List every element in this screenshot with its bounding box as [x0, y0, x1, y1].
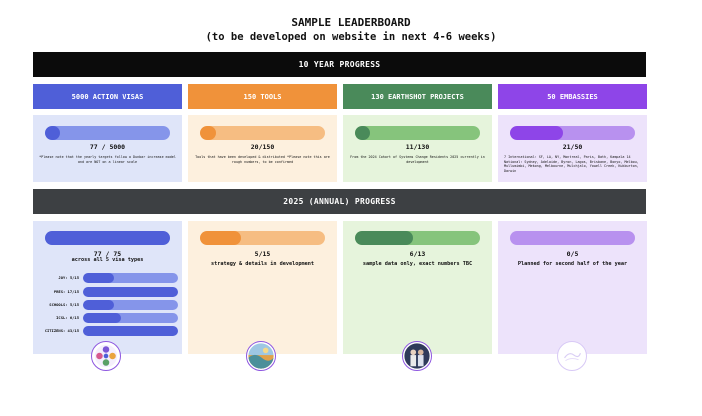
- visa-type-bar: [83, 326, 178, 336]
- progress-value: 77 / 5000: [89, 143, 126, 151]
- progress-fill: [200, 126, 216, 140]
- visa-type-row: JOY: 5/15: [39, 273, 178, 283]
- visa-type-fill: [83, 273, 114, 283]
- progress-note: strategy & details in development: [210, 261, 315, 267]
- annual-card-embassies: 0/5 Planned for second half of the year: [498, 221, 647, 354]
- ten-year-card-tools: 20/150 Tools that have been developed & …: [188, 115, 337, 182]
- progress-note: Planned for second half of the year: [517, 261, 628, 267]
- progress-note: 7 International: SF, LA, NY, Montreal, P…: [504, 155, 639, 173]
- annual-card-earthshot-projects: 6/13 sample data only, exact numbers TBC: [343, 221, 492, 354]
- progress-value: 6/13: [409, 250, 426, 258]
- visa-type-bar: [83, 273, 178, 283]
- ten-year-card-embassies: 21/50 7 International: SF, LA, NY, Montr…: [498, 115, 647, 182]
- progress-value: 11/130: [405, 143, 430, 151]
- progress-bar: [200, 126, 325, 140]
- visa-type-fill: [83, 326, 178, 336]
- circle-network-logo: [91, 341, 121, 371]
- progress-note: *Please note that the yearly targets fol…: [39, 155, 176, 164]
- progress-bar: [45, 231, 170, 245]
- progress-fill: [355, 231, 413, 245]
- ten-year-progress-band: 10 YEAR PROGRESS: [33, 52, 646, 77]
- progress-value: 0/5: [566, 250, 579, 258]
- progress-bar: [45, 126, 170, 140]
- progress-value: 77 / 75: [93, 250, 122, 258]
- visa-type-label: ICSL: 6/15: [56, 315, 79, 320]
- visa-type-label: CITIZENS: 43/15: [44, 328, 79, 333]
- category-tools: 150 TOOLS: [188, 84, 337, 109]
- visa-type-row: SCHOOLS: 5/15: [39, 300, 178, 310]
- progress-note: across all 5 visa types: [71, 257, 144, 263]
- annual-card-action-visas: 77 / 75 across all 5 visa types JOY: 5/1…: [33, 221, 182, 354]
- progress-value: 20/150: [250, 143, 275, 151]
- progress-bar: [200, 231, 325, 245]
- progress-fill: [45, 231, 170, 245]
- visa-type-fill: [83, 287, 178, 297]
- visa-type-bar: [83, 300, 178, 310]
- category-embassies: 50 EMBASSIES: [498, 84, 647, 109]
- visa-type-row: CITIZENS: 43/15: [39, 326, 178, 336]
- visa-type-label: PRES: 17/15: [53, 289, 79, 294]
- progress-fill: [200, 231, 241, 245]
- progress-fill: [45, 126, 60, 140]
- progress-note: Tools that have been developed & distrib…: [195, 155, 330, 164]
- landscape-logo: [246, 341, 276, 371]
- visa-type-fill: [83, 313, 121, 323]
- annual-progress-band: 2025 (ANNUAL) PROGRESS: [33, 189, 646, 214]
- category-action-visas: 5000 ACTION VISAS: [33, 84, 182, 109]
- page-subtitle: (to be developed on website in next 4-6 …: [205, 31, 497, 43]
- visa-type-bar: [83, 313, 178, 323]
- category-earthshot-projects: 130 EARTHSHOT PROJECTS: [343, 84, 492, 109]
- visa-type-fill: [83, 300, 114, 310]
- progress-value: 21/50: [562, 143, 583, 151]
- progress-value: 5/15: [254, 250, 271, 258]
- ten-year-card-earthshot-projects: 11/130 From the 2024 Cohort of Systems C…: [343, 115, 492, 182]
- faint-map-logo: [557, 341, 587, 371]
- progress-bar: [510, 231, 635, 245]
- progress-bar: [510, 126, 635, 140]
- visa-type-label: SCHOOLS: 5/15: [49, 302, 79, 307]
- visa-type-bar: [83, 287, 178, 297]
- people-photo-logo: [402, 341, 432, 371]
- visa-type-row: ICSL: 6/15: [39, 313, 178, 323]
- progress-fill: [355, 126, 370, 140]
- visa-type-row: PRES: 17/15: [39, 287, 178, 297]
- progress-note: sample data only, exact numbers TBC: [362, 261, 473, 267]
- annual-card-tools: 5/15 strategy & details in development: [188, 221, 337, 354]
- progress-note: From the 2024 Cohort of Systems Change R…: [350, 155, 485, 164]
- progress-fill: [510, 126, 563, 140]
- progress-bar: [355, 231, 480, 245]
- page-title: SAMPLE LEADERBOARD: [291, 16, 411, 29]
- progress-bar: [355, 126, 480, 140]
- visa-type-label: JOY: 5/15: [58, 275, 79, 280]
- ten-year-card-action-visas: 77 / 5000 *Please note that the yearly t…: [33, 115, 182, 182]
